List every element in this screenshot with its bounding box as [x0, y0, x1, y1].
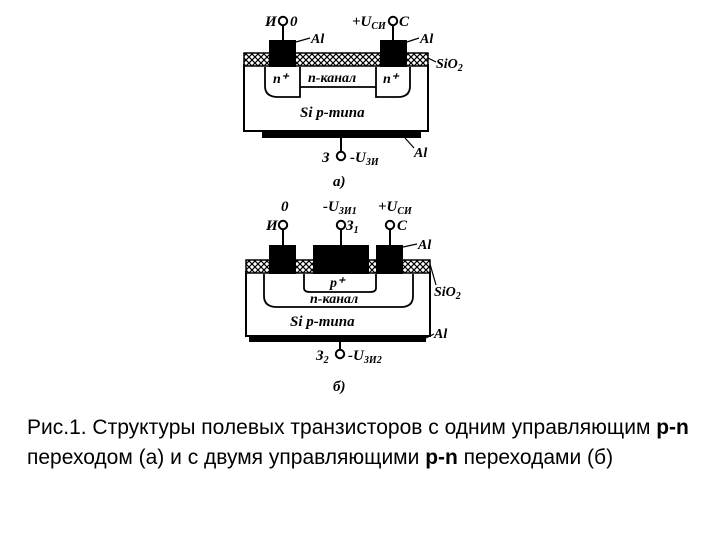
- bottom-metal-a: [262, 130, 421, 138]
- n-plus-region-right-a: [375, 67, 411, 98]
- diagram-a: И 0 +UСИ С Al Al SiO2 n⁺ n-канал n⁺ Si p…: [243, 14, 463, 190]
- oxide-label-a: SiO2: [436, 57, 463, 74]
- sublabel-b: б): [333, 379, 345, 395]
- al-top-left-label-a: Al: [310, 32, 324, 47]
- channel-region-b: [263, 274, 414, 308]
- bottom-metal-b: [249, 335, 426, 342]
- gate-voltage-label-a: -UЗИ: [350, 150, 380, 168]
- n-plus-right-label-a: n⁺: [383, 72, 400, 87]
- drain-voltage-label-a: +UСИ: [352, 14, 387, 32]
- leader-oxide-a: [427, 57, 437, 63]
- gate-terminal-a: [335, 150, 347, 162]
- n-plus-left-label-a: n⁺: [273, 72, 290, 87]
- leader-oxide-b: [429, 263, 437, 286]
- channel-label-a: n-канал: [308, 71, 356, 86]
- leader-al-bottom-b: [425, 333, 435, 339]
- gate2-terminal-b: [334, 348, 346, 360]
- gate1-terminal-b: [335, 219, 347, 231]
- sublabel-a: а): [333, 174, 346, 190]
- gate2-label-b: З2: [315, 348, 329, 366]
- oxide-label-b: SiO2: [434, 285, 461, 302]
- drain-contact-a: [380, 40, 407, 67]
- al-top-right-label-a: Al: [419, 32, 433, 47]
- gate1-voltage-label-b: -UЗИ1: [323, 199, 357, 217]
- p-plus-label-b: p⁺: [329, 276, 346, 291]
- substrate-label-b: Si p-типа: [290, 314, 355, 330]
- source-contact-a: [269, 40, 296, 67]
- transistor-diagrams: И 0 +UСИ С Al Al SiO2 n⁺ n-канал n⁺ Si p…: [243, 14, 463, 395]
- drain-contact-b: [376, 245, 403, 274]
- gate1-label-b: З1: [345, 218, 359, 236]
- source-label-a: И: [264, 14, 278, 30]
- leader-al-top-right-a: [406, 37, 420, 43]
- al-bottom-label-b: Al: [433, 327, 447, 342]
- source-value-label-a: 0: [290, 14, 298, 30]
- p-plus-region-b: [303, 274, 377, 293]
- gate2-voltage-label-b: -UЗИ2: [348, 348, 382, 366]
- drain-terminal-a: [387, 15, 399, 27]
- source-label-b: И: [265, 218, 279, 234]
- gate-label-a: З: [321, 150, 330, 166]
- drain-label-b: С: [397, 218, 408, 234]
- al-bottom-label-a: Al: [413, 146, 427, 161]
- drain-label-a: С: [399, 14, 410, 30]
- leader-al-top-left-a: [295, 37, 311, 43]
- gate1-contact-b: [313, 245, 369, 274]
- al-top-label-b: Al: [417, 238, 431, 253]
- figure-caption: Рис.1. Структуры полевых транзисторов с …: [27, 416, 689, 469]
- leader-al-top-b: [402, 243, 418, 248]
- diagram-b: 0 И -UЗИ1 З1 +UСИ С Al SiO2 p⁺ n-канал S…: [245, 199, 461, 395]
- substrate-label-a: Si p-типа: [300, 105, 365, 121]
- drain-terminal-b: [384, 219, 396, 231]
- n-plus-region-left-a: [264, 67, 301, 98]
- source-terminal-a: [277, 15, 289, 27]
- source-value-label-b: 0: [281, 199, 289, 215]
- channel-label-b: n-канал: [310, 292, 358, 307]
- leader-al-bottom-a: [404, 137, 415, 149]
- source-contact-b: [269, 245, 296, 274]
- drain-voltage-label-b: +UСИ: [378, 199, 413, 217]
- source-terminal-b: [277, 219, 289, 231]
